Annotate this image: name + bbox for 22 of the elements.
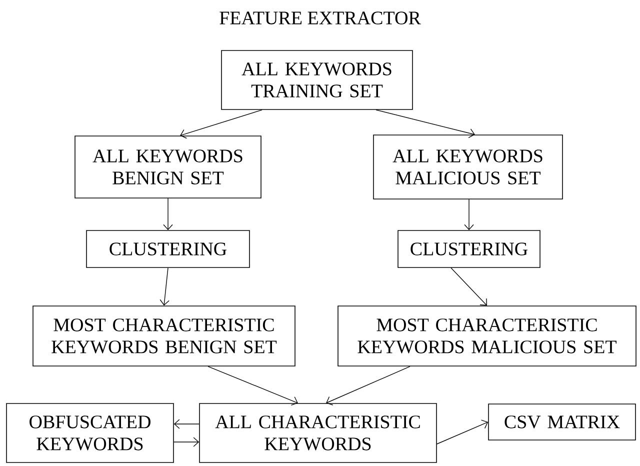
- process-box: MOST CHARACTERISTIC KEYWORDS BENIGN SET: [32, 306, 296, 366]
- process-box: CSV MATRIX: [488, 404, 636, 440]
- process-box: ALL KEYWORDS MALICIOUS SET: [373, 134, 563, 200]
- arrow: [160, 268, 170, 306]
- process-box: ALL KEYWORDS TRAINING SET: [221, 50, 413, 110]
- arrow: [163, 198, 173, 230]
- arrow: [376, 110, 475, 138]
- process-box: MOST CHARACTERISTIC KEYWORDS MALICIOUS SET: [338, 306, 636, 366]
- arrow: [174, 419, 200, 429]
- arrow: [208, 366, 298, 406]
- process-box: ALL KEYWORDS BENIGN SET: [74, 136, 262, 198]
- arrow: [326, 366, 410, 406]
- arrow: [436, 420, 488, 444]
- process-box: OBFUSCATED KEYWORDS: [6, 403, 174, 463]
- title: FEATURE EXTRACTOR: [220, 12, 421, 24]
- process-box: CLUSTERING: [86, 230, 250, 268]
- arrow: [464, 199, 474, 230]
- arrow: [450, 268, 487, 306]
- arrow: [180, 110, 262, 139]
- process-box: CLUSTERING: [398, 230, 540, 268]
- arrow: [174, 437, 200, 447]
- process-box: ALL CHARACTERISTIC KEYWORDS: [199, 403, 437, 463]
